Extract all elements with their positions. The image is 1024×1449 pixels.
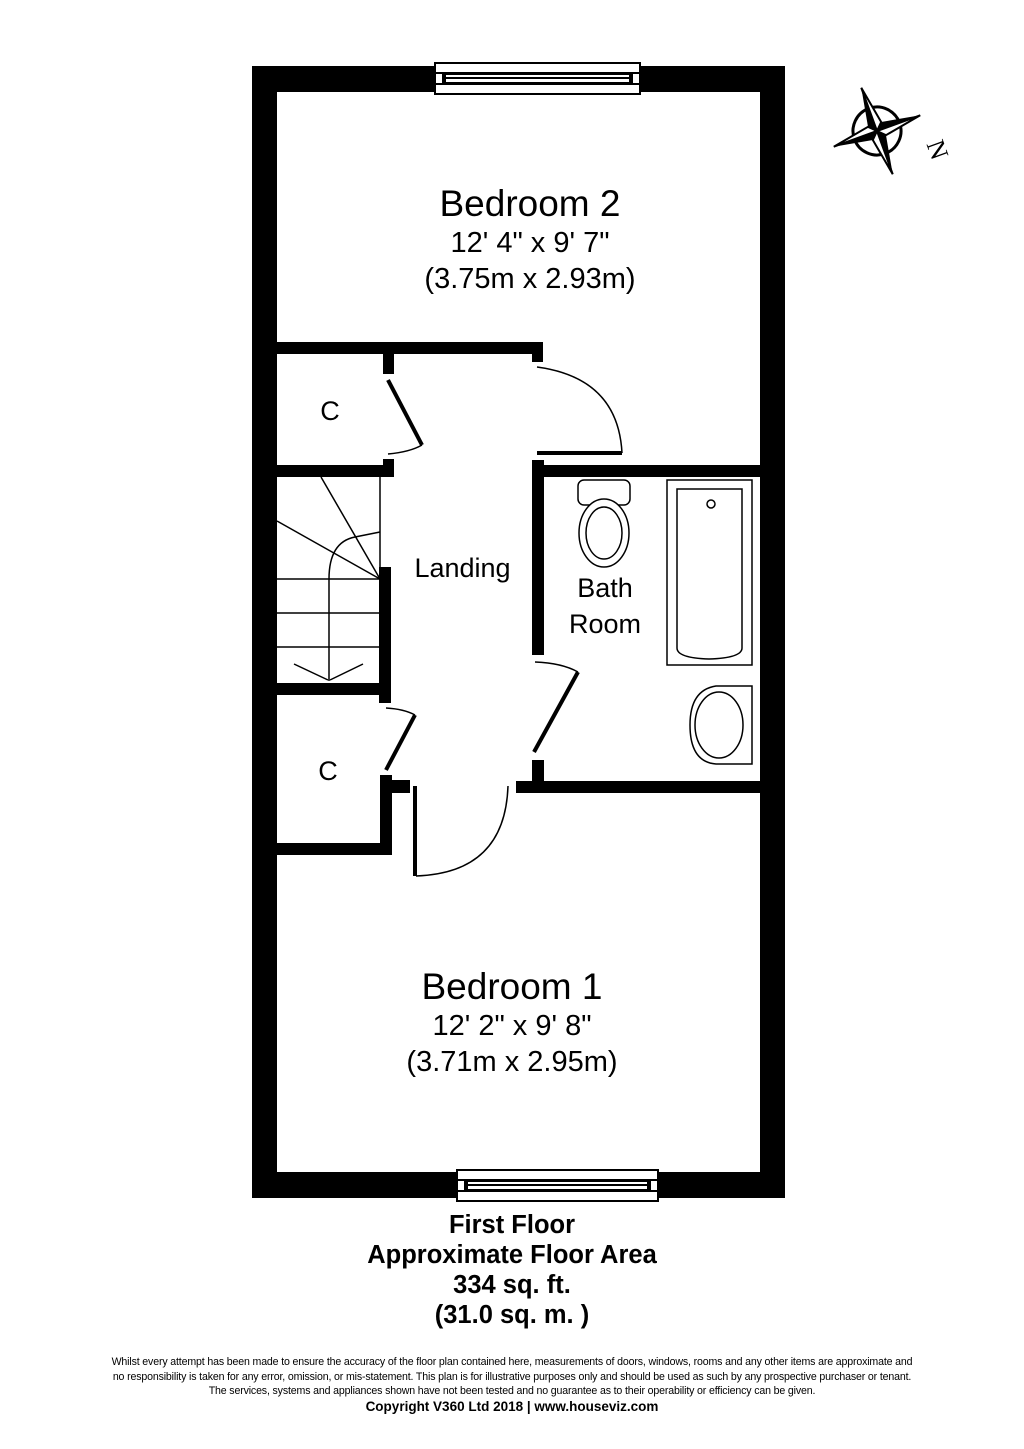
wall-closet-lower-jamb [380, 775, 392, 855]
floor-area-summary: First Floor Approximate Floor Area 334 s… [0, 1210, 1024, 1330]
wall-bedroom2-south-stub [532, 342, 543, 362]
wall-closet-lower-south [277, 843, 392, 855]
staircase [276, 476, 381, 683]
area-sqft: 334 sq. ft. [453, 1271, 571, 1299]
door-closet-lower [384, 707, 417, 771]
wash-basin [689, 685, 753, 765]
compass-north-label: N [921, 136, 955, 164]
room-dimensions-imperial: 12' 4" x 9' 7" [450, 227, 610, 259]
compass-rose-icon [833, 87, 921, 175]
floor-plan: N [252, 62, 955, 1202]
wall-top-left [252, 66, 435, 92]
area-label: Approximate Floor Area [367, 1241, 657, 1269]
wall-left [252, 66, 277, 1198]
wall-bottom-left [252, 1172, 467, 1198]
room-name: C [320, 396, 340, 426]
area-sqm: (31.0 sq. m. ) [434, 1301, 590, 1329]
window-top [434, 62, 641, 95]
bathtub [666, 479, 753, 666]
room-name: C [318, 756, 338, 786]
doors [384, 366, 623, 877]
disclaimer-line: Whilst every attempt has been made to en… [111, 1356, 913, 1368]
door-bedroom1 [413, 785, 509, 877]
disclaimer: Whilst every attempt has been made to en… [0, 1355, 1024, 1399]
wall-bottom-right [658, 1172, 785, 1198]
room-label-closet-lower: C [303, 756, 353, 786]
door-bathroom [532, 661, 580, 753]
disclaimer-line: The services, systems and appliances sho… [208, 1385, 816, 1397]
wall-closet-lower-stub [392, 780, 410, 793]
room-label-bedroom1: Bedroom 1 12' 2" x 9' 8" (3.71m x 2.95m) [362, 966, 662, 1080]
room-name-line1: Bath [577, 573, 633, 603]
disclaimer-line: no responsibility is taken for any error… [112, 1370, 912, 1383]
room-label-closet-upper: C [305, 396, 355, 426]
room-name: Bedroom 1 [421, 966, 603, 1007]
room-name: Bedroom 2 [439, 183, 621, 224]
wall-closet-upper-jamb [383, 354, 394, 374]
wall-bath-west [532, 460, 544, 655]
interior-walls [277, 342, 760, 855]
wall-stair-east [379, 567, 391, 703]
wall-stair-south [277, 683, 391, 695]
room-dimensions-metric: (3.71m x 2.95m) [406, 1046, 618, 1078]
room-name-line2: Room [568, 609, 642, 639]
outer-walls [252, 66, 785, 1198]
window-bottom [456, 1169, 659, 1202]
wall-bath-south [516, 781, 760, 793]
room-label-bedroom2: Bedroom 2 12' 4" x 9' 7" (3.75m x 2.93m) [380, 183, 680, 297]
room-dimensions-metric: (3.75m x 2.93m) [424, 263, 636, 295]
wall-bath-north [544, 465, 760, 477]
room-label-bathroom: Bath Room [555, 570, 655, 642]
door-closet-upper [386, 379, 424, 455]
room-label-landing: Landing [400, 553, 525, 583]
room-name: Landing [414, 553, 511, 583]
wall-right [760, 66, 785, 1198]
floor-name: First Floor [448, 1211, 576, 1239]
toilet [577, 479, 631, 568]
wall-closet-upper-south [277, 465, 394, 477]
door-bedroom2 [536, 366, 623, 455]
room-dimensions-imperial: 12' 2" x 9' 8" [432, 1010, 592, 1042]
copyright-notice: Copyright V360 Ltd 2018 | www.houseviz.c… [365, 1399, 659, 1414]
wall-bedroom2-south [277, 342, 543, 354]
